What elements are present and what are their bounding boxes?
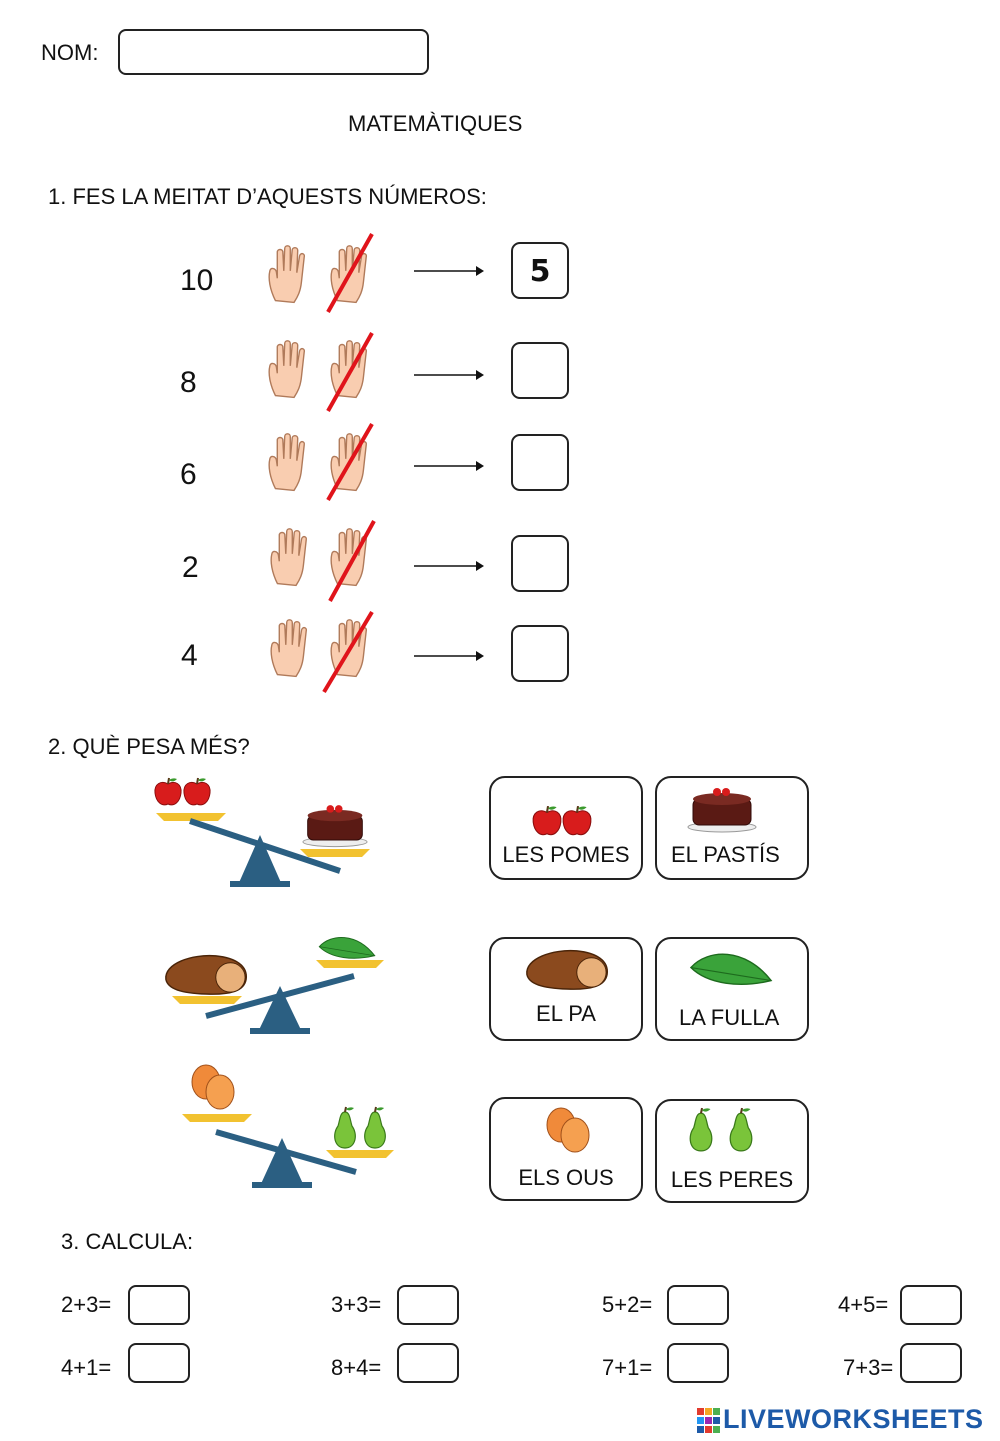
eggs-icon (546, 1107, 590, 1153)
calc-expression-1: 2+3= (61, 1292, 112, 1317)
calc-expression-6: 8+4= (331, 1355, 382, 1380)
half-number-2: 8 (180, 366, 197, 399)
choice-les-pomes[interactable]: LES POMES (489, 776, 643, 880)
arrow-icon-3 (414, 461, 484, 471)
answer-box-2[interactable] (511, 342, 569, 399)
half-number-4: 2 (182, 551, 199, 584)
hands-icon-5 (270, 610, 374, 694)
section-2-title: 2. QUÈ PESA MÉS? (48, 734, 250, 759)
calc-answer-box-7[interactable] (667, 1343, 729, 1383)
arrow-icon-1 (414, 266, 484, 276)
arrow-icon-5 (414, 651, 484, 661)
choice-label: ELS OUS (518, 1165, 614, 1190)
answer-box-5[interactable] (511, 625, 569, 682)
half-number-5: 4 (181, 639, 198, 672)
answer-value-1: 5 (529, 254, 551, 289)
liveworksheets-logo-icon (697, 1408, 720, 1433)
balance-scale-1 (153, 776, 370, 887)
choice-label: LES PERES (670, 1167, 794, 1192)
hands-icon-1 (268, 233, 374, 313)
calc-answer-box-5[interactable] (128, 1343, 190, 1383)
balance-scale-2 (165, 936, 384, 1034)
choice-les-peres[interactable]: LES PERES (655, 1099, 809, 1203)
apples-icon (532, 805, 592, 836)
calc-expression-3: 5+2= (602, 1292, 653, 1317)
calc-answer-box-6[interactable] (397, 1343, 459, 1383)
choice-label: EL PASTÍS (671, 842, 780, 867)
half-number-1: 10 (180, 264, 214, 297)
leaf-icon (690, 953, 772, 986)
section-1-title: 1. FES LA MEITAT D’AQUESTS NÚMEROS: (48, 184, 487, 209)
choice-label: LES POMES (502, 842, 630, 867)
calc-expression-7: 7+1= (602, 1355, 653, 1380)
calc-expression-2: 3+3= (331, 1292, 382, 1317)
arrow-icon-2 (414, 370, 484, 380)
pears-icon (689, 1107, 753, 1152)
choice-el-pa[interactable]: EL PA (489, 937, 643, 1041)
section-3-title: 3. CALCULA: (61, 1229, 194, 1254)
choice-els-ous[interactable]: ELS OUS (489, 1097, 643, 1201)
choice-el-pastis[interactable]: EL PASTÍS (655, 776, 809, 880)
calc-answer-box-8[interactable] (900, 1343, 962, 1383)
calc-answer-box-3[interactable] (667, 1285, 729, 1325)
cake-icon (687, 787, 757, 833)
page-title: MATEMÀTIQUES (348, 111, 523, 136)
hands-icon-4 (270, 520, 376, 602)
hands-icon-2 (268, 332, 374, 412)
choice-label: LA FULLA (679, 1005, 780, 1030)
hands-icon-3 (268, 422, 374, 502)
answer-box-4[interactable] (511, 535, 569, 592)
name-label: NOM: (41, 40, 99, 65)
arrow-icon-4 (414, 561, 484, 571)
calc-answer-box-4[interactable] (900, 1285, 962, 1325)
name-input[interactable] (118, 29, 429, 75)
half-number-3: 6 (180, 458, 197, 491)
calc-expression-5: 4+1= (61, 1355, 112, 1380)
choice-la-fulla[interactable]: LA FULLA (655, 937, 809, 1041)
balance-scale-3 (182, 1064, 394, 1188)
bread-icon (526, 949, 609, 990)
answer-box-3[interactable] (511, 434, 569, 491)
footer-brand: LIVEWORKSHEETS (723, 1404, 984, 1434)
calc-expression-8: 7+3= (843, 1355, 894, 1380)
choice-label: EL PA (536, 1001, 596, 1026)
calc-expression-4: 4+5= (838, 1292, 889, 1317)
calc-answer-box-1[interactable] (128, 1285, 190, 1325)
answer-box-1[interactable]: 5 (511, 242, 569, 299)
calc-answer-box-2[interactable] (397, 1285, 459, 1325)
